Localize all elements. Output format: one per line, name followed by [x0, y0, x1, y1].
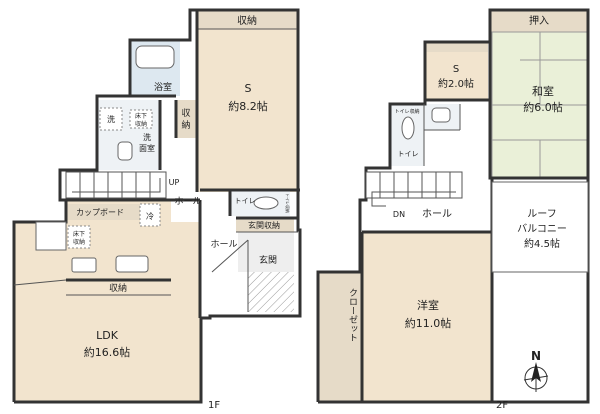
compass-icon: N — [523, 349, 549, 392]
closet-label: クローゼット — [347, 288, 358, 342]
closet-floor — [318, 272, 362, 402]
hall2-label-1f: ホール — [210, 239, 237, 250]
bath-label: 浴室 — [154, 81, 172, 93]
fridge-label: 冷 — [146, 211, 154, 221]
s-room-name-2f: S — [453, 64, 459, 75]
balcony-line2: バルコニー — [517, 223, 567, 235]
balcony-line1: ルーフ — [527, 209, 556, 220]
s-room-strip-2f — [425, 42, 488, 52]
washitsu-name: 和室 — [532, 84, 554, 98]
washroom-line1: 洗 — [143, 132, 151, 142]
entry-storage-floor — [236, 218, 294, 232]
stairs-2f — [365, 171, 463, 207]
bathtub — [135, 45, 175, 69]
western-area: 約11.0帖 — [405, 316, 452, 330]
s-room-area-1f: 約8.2帖 — [228, 99, 268, 113]
underfloor-a-line2: 収納 — [135, 120, 147, 128]
storage-side-line1: 収 — [181, 107, 190, 119]
washroom-line2: 面室 — [139, 143, 155, 153]
stove — [71, 257, 97, 273]
toilet-storage-label-2f: トイレ収納 — [394, 108, 419, 115]
toilet-storage-label-1f: トイレ収納 — [285, 193, 291, 213]
stairs-1f — [65, 171, 167, 199]
underfloor-b-line2: 収納 — [73, 238, 85, 246]
sink-2f — [431, 107, 451, 123]
storage-top-floor — [197, 10, 297, 29]
fridge-box — [139, 203, 161, 227]
storage-ldk-label: 収納 — [109, 282, 127, 294]
ldk-name: LDK — [96, 329, 119, 342]
toilet-fixture-1f — [253, 196, 279, 210]
wash-label: 洗 — [107, 114, 115, 124]
washitsu-area: 約6.0帖 — [523, 100, 563, 114]
storage-top-label: 収納 — [237, 14, 257, 27]
floor-marker-2f: 2F — [496, 400, 508, 411]
s-room-name-1f: S — [245, 82, 252, 95]
ldk-area: 約16.6帖 — [84, 345, 131, 359]
storage-side-line2: 納 — [181, 119, 190, 131]
up-label: UP — [169, 178, 180, 187]
underfloor-box-b — [67, 225, 91, 249]
storage-side-floor — [176, 100, 196, 138]
underfloor-a-line1: 床下 — [135, 112, 147, 120]
washer-box — [99, 107, 123, 131]
dn-label: DN — [393, 210, 405, 219]
porch — [35, 221, 67, 251]
cupboard-label: カップボード — [76, 208, 124, 217]
cupboard-floor — [66, 204, 140, 220]
underfloor-b-line1: 床下 — [73, 230, 85, 238]
closet-top-floor — [490, 10, 588, 32]
entrance-floor — [238, 232, 294, 272]
underfloor-box-a — [129, 109, 153, 129]
compass-label: N — [531, 349, 541, 363]
hall-label-2f: ホール — [422, 208, 452, 220]
wall-2f-left — [316, 40, 490, 402]
toilet-label-1f: トイレ — [235, 197, 256, 205]
toilet-fixture-2f — [401, 116, 415, 140]
floor-marker-1f: 1F — [208, 400, 220, 411]
tatami-lines — [491, 31, 589, 179]
entrance-label: 玄関 — [259, 254, 277, 266]
first-floor: 収納 S 約8.2帖 浴室 洗 床下 収納 収 納 洗 面室 UP トイレ トイ… — [12, 8, 302, 411]
closet-top-label: 押入 — [529, 14, 549, 27]
balcony-area: 約4.5帖 — [524, 237, 560, 250]
entrance-tiles — [248, 272, 294, 312]
s-room-floor — [197, 29, 297, 192]
s-room-area-2f: 約2.0帖 — [438, 77, 474, 90]
kitchen-sink — [115, 255, 149, 273]
second-floor: 押入 S 約2.0帖 和室 約6.0帖 トイレ収納 トイレ DN ホール ルーフ… — [316, 8, 590, 411]
wall-2f — [318, 8, 590, 404]
western-floor — [362, 232, 492, 402]
western-name: 洋室 — [417, 298, 439, 312]
hall-label-1f: ホール — [174, 196, 201, 207]
toilet-label-2f: トイレ — [398, 150, 419, 158]
entry-storage-label: 玄関収納 — [248, 220, 280, 230]
sink-1f — [117, 141, 133, 161]
balcony-outline — [491, 181, 589, 273]
